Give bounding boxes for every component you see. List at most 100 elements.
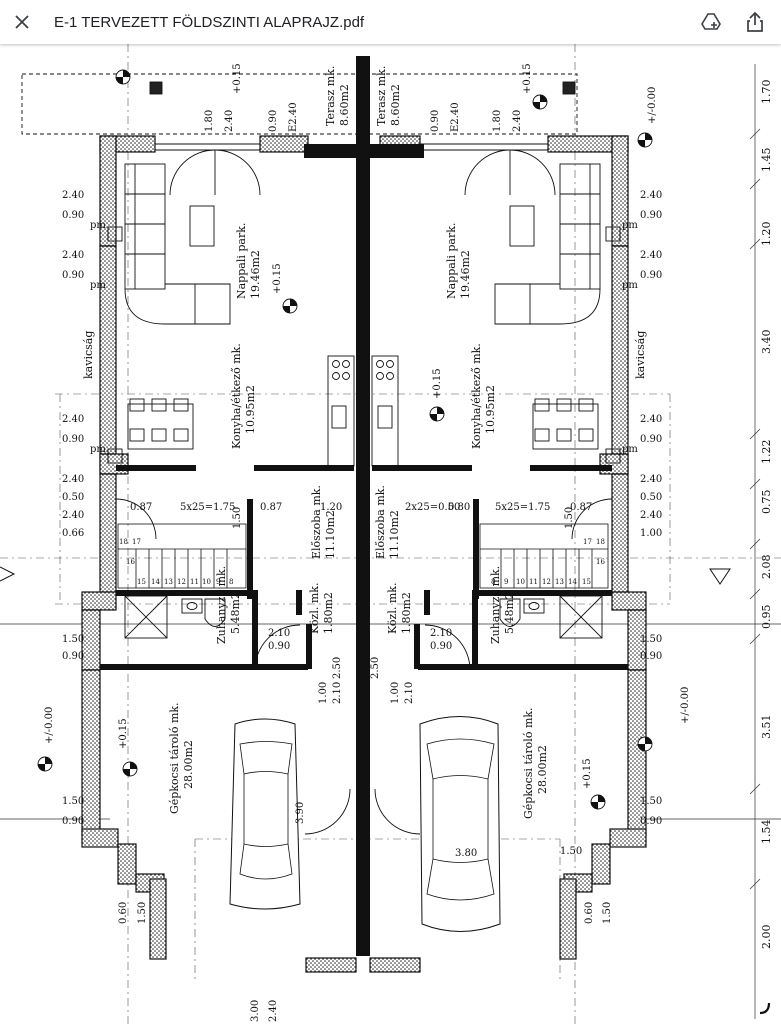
dim-right-1: 1.45 <box>760 148 773 173</box>
level-nappali-left: +0.15 <box>272 263 283 294</box>
pm-left-7: 2.40 <box>62 474 84 485</box>
pm-left-1: 2.40 <box>62 190 84 201</box>
dim-right-5: 0.75 <box>760 490 773 515</box>
pm-150-mid-left: 1.50 <box>62 634 84 645</box>
add-to-drive-icon <box>701 13 721 30</box>
bottom-150: 1.50 <box>560 846 582 857</box>
pm-right-5: 2.40 <box>640 414 662 425</box>
bottom-240: 2.40 <box>268 1000 279 1022</box>
pm-right-7: 2.40 <box>640 474 662 485</box>
w-210-right: 2.10 <box>430 628 452 639</box>
kavics-left: kavicság <box>82 331 95 379</box>
room-right-garage: Gépkocsi tároló mk. <box>522 707 535 819</box>
bottom-300: 3.00 <box>250 1000 261 1022</box>
room-right-nappali: Nappali park. <box>445 223 458 299</box>
top-dim-e240-left: E2.40 <box>288 102 299 132</box>
pm-left-5: 2.40 <box>62 414 84 425</box>
stair-8: 8 <box>229 578 233 586</box>
stair-11: 11 <box>190 578 199 586</box>
pm-150-mid-right: 1.50 <box>640 634 662 645</box>
kavics-right: kavicság <box>634 331 647 379</box>
level-zero-right: +/-0.00 <box>680 687 691 724</box>
pm-150-left: 1.50 <box>62 796 84 807</box>
stair-run-right: 5x25=1.75 <box>495 502 550 513</box>
room-left-terasz: Terasz mk. <box>324 66 337 126</box>
h-210-left: 2.10 <box>332 682 343 704</box>
stair-r-14: 14 <box>568 578 577 586</box>
h-100-right: 1.00 <box>390 682 401 704</box>
w-087-right: 0.87 <box>570 502 592 513</box>
room-left-terasz-area: 8.60m2 <box>338 84 351 126</box>
w-090-left: 0.90 <box>268 641 290 652</box>
pm-left-3: 2.40 <box>62 250 84 261</box>
pm-left-6: 0.90 <box>62 434 84 445</box>
level-top-right: +0.15 <box>522 63 533 94</box>
top-dim-090-left: 0.90 <box>268 110 279 132</box>
stair-run-mid: 2x25=0.50 <box>405 502 460 513</box>
pm-right-10: 1.00 <box>640 528 662 539</box>
pm-right-3: 2.40 <box>640 250 662 261</box>
room-left-konyha: Konyha/étkező mk. <box>230 343 243 449</box>
room-left-zuhanyzo-area: 5.48m2 <box>229 592 242 634</box>
level-top-left: +0.15 <box>232 63 243 94</box>
h-380-car: 3.80 <box>455 848 477 859</box>
room-right-nappali-area: 19.46m2 <box>459 250 472 299</box>
pm-label-right-3: pm <box>622 444 638 455</box>
share-button[interactable] <box>733 0 777 44</box>
close-button[interactable] <box>0 0 44 44</box>
h-250-right: 2.50 <box>370 657 381 679</box>
top-dim-180-right: 1.80 <box>492 110 503 132</box>
stair-14: 14 <box>151 578 160 586</box>
h-210-right: 2.10 <box>404 682 415 704</box>
room-left-eloszoba-area: 11.10m2 <box>324 510 337 559</box>
w-080-right: 0.80 <box>448 502 470 513</box>
bottom-060-left: 0.60 <box>118 902 129 924</box>
room-left-kozl-area: 1.80m2 <box>322 592 335 634</box>
pm-label-left-2: pm <box>90 280 106 291</box>
room-right-konyha-area: 10.95m2 <box>484 385 497 434</box>
stair-13: 13 <box>164 578 173 586</box>
h-390-car: 3.90 <box>295 802 306 824</box>
pm-090-mid-right: 0.90 <box>640 651 662 662</box>
pm-090-left: 0.90 <box>62 816 84 827</box>
top-dim-e240-right: E2.40 <box>450 102 461 132</box>
bottom-150-left: 1.50 <box>137 902 148 924</box>
stair-r-16: 16 <box>596 558 605 566</box>
pm-left-10: 0.66 <box>62 528 84 539</box>
w-090-right: 0.90 <box>430 641 452 652</box>
close-icon <box>15 15 29 29</box>
w-087-mid: 0.87 <box>260 502 282 513</box>
stair-10: 10 <box>202 578 211 586</box>
room-left-nappali-area: 19.46m2 <box>249 250 262 299</box>
stair-17: 17 <box>132 538 141 546</box>
page-scroll-handle[interactable] <box>755 998 775 1018</box>
pdf-page[interactable]: 1.70 1.45 1.20 3.40 1.22 0.75 2.08 0.95 … <box>0 44 781 1024</box>
stair-r-15: 15 <box>582 578 591 586</box>
file-title: E-1 TERVEZETT FÖLDSZINTI ALAPRAJZ.pdf <box>54 13 365 31</box>
pm-right-8: 0.50 <box>640 492 662 503</box>
stair-16: 16 <box>126 558 135 566</box>
dim-right-3: 3.40 <box>760 330 773 355</box>
curl-icon <box>759 1002 771 1015</box>
stair-r-17: 17 <box>583 538 592 546</box>
level-zero-left: +/-0.00 <box>44 707 55 744</box>
dim-right-2: 1.20 <box>760 222 773 247</box>
pm-label-left-3: pm <box>90 444 106 455</box>
room-right-zuhanyzo: Zuhanyzó mk. <box>489 566 502 644</box>
pm-label-left-1: pm <box>90 220 106 231</box>
room-left-garage: Gépkocsi tároló mk. <box>168 702 181 814</box>
pm-right-4: 0.90 <box>640 270 662 281</box>
h-100-left: 1.00 <box>318 682 329 704</box>
w-120-left: 1.20 <box>320 502 342 513</box>
bottom-150-right: 1.50 <box>602 902 613 924</box>
pm-left-4: 0.90 <box>62 270 84 281</box>
w-087-left: 0.87 <box>130 502 152 513</box>
dim-right-6: 2.08 <box>760 555 773 580</box>
add-to-drive-button[interactable] <box>689 0 733 44</box>
room-left-kozl: Közl. mk. <box>308 583 321 634</box>
room-right-terasz: Terasz mk. <box>375 66 388 126</box>
pm-label-right-2: pm <box>622 280 638 291</box>
top-dim-090-right: 0.90 <box>430 110 441 132</box>
pm-150-right: 1.50 <box>640 796 662 807</box>
dim-right-9: 1.54 <box>760 820 773 845</box>
